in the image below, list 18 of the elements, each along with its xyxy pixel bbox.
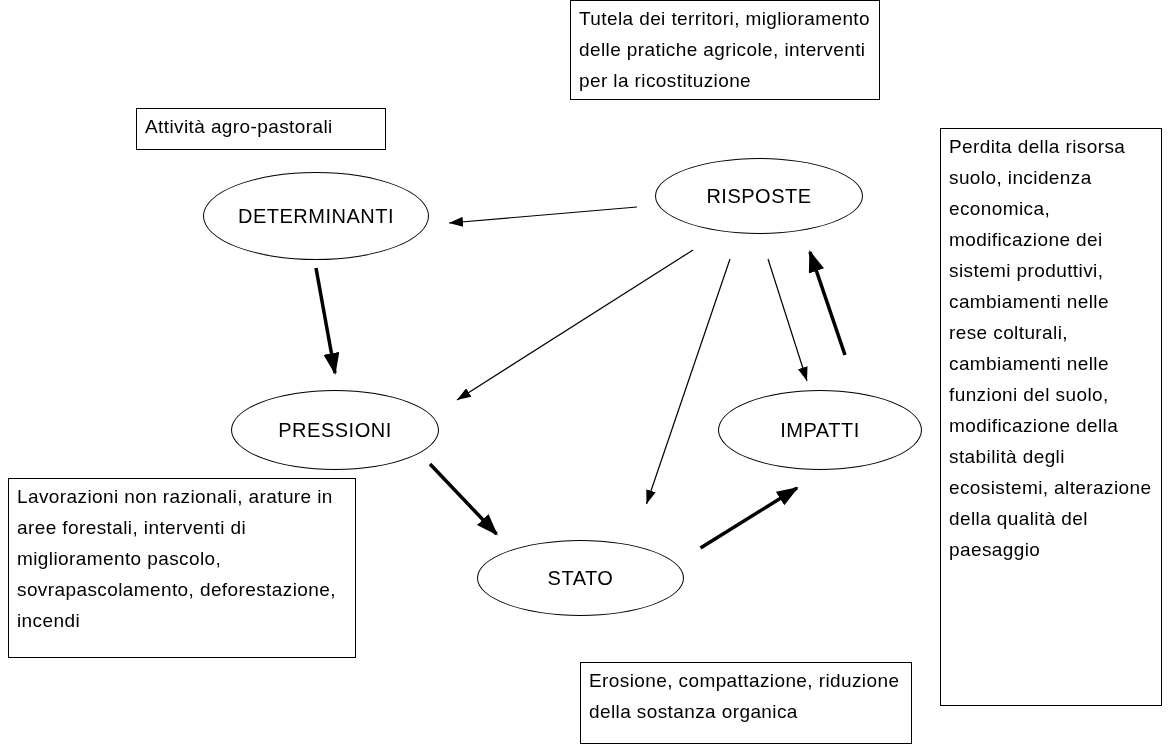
- arrow: [428, 462, 498, 536]
- text-box: Lavorazioni non razionali, arature in aree forestali, interventi di miglioramento pascolo, sovrapascolamento, deforestazione, incendi: [8, 478, 356, 658]
- arrow: [808, 250, 847, 356]
- ellipse-node: PRESSIONI: [231, 390, 439, 470]
- text-box: Perdita della risorsa suolo, incidenza economica, modificazione dei sistemi produttivi, cambiamenti nelle rese colturali, cambiamenti nelle funzioni del suolo, modificazione della stabilità degli ecosistemi, alterazione della qualità del paesaggio: [940, 128, 1162, 706]
- text-box: Attività agro-pastorali: [136, 108, 386, 150]
- arrow: [448, 206, 638, 227]
- text-box: Erosione, compattazione, riduzione della sostanza organica: [580, 662, 912, 744]
- arrow: [645, 258, 731, 505]
- ellipse-node: DETERMINANTI: [203, 172, 429, 260]
- text-box: Tutela dei territori, miglioramento delle pratiche agricole, interventi per la ricostituzione: [570, 0, 880, 100]
- ellipse-node: STATO: [477, 540, 684, 616]
- arrow: [456, 249, 694, 401]
- arrow: [314, 267, 340, 375]
- arrow: [699, 486, 799, 550]
- ellipse-node: RISPOSTE: [655, 158, 863, 234]
- arrow: [767, 258, 808, 382]
- ellipse-node: IMPATTI: [718, 390, 922, 470]
